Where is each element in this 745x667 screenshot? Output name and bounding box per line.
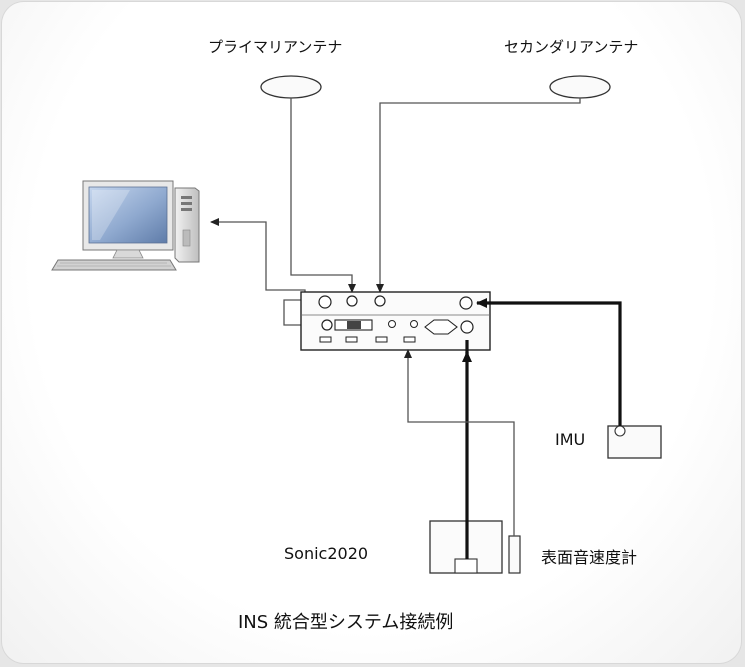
diagram-caption: INS 統合型システム接続例 [238, 612, 454, 633]
primary-antenna-icon [260, 75, 322, 99]
secondary-antenna-label: セカンダリアンテナ [504, 38, 639, 56]
ins-unit-icon [300, 291, 491, 351]
secondary-antenna-icon [549, 75, 611, 99]
imu-label: IMU [555, 430, 586, 449]
sound-velocity-meter-cable [404, 349, 515, 536]
imu-box-icon [607, 425, 662, 459]
sound-velocity-meter-icon [508, 535, 521, 574]
sonic-label: Sonic2020 [284, 544, 369, 563]
primary-antenna-cable [290, 98, 356, 293]
sound-velocity-meter-label: 表面音速度計 [541, 548, 638, 567]
primary-antenna-label: プライマリアンテナ [208, 38, 343, 56]
computer-icon [51, 180, 200, 271]
imu-cable [476, 298, 622, 426]
secondary-antenna-cable [376, 98, 581, 293]
